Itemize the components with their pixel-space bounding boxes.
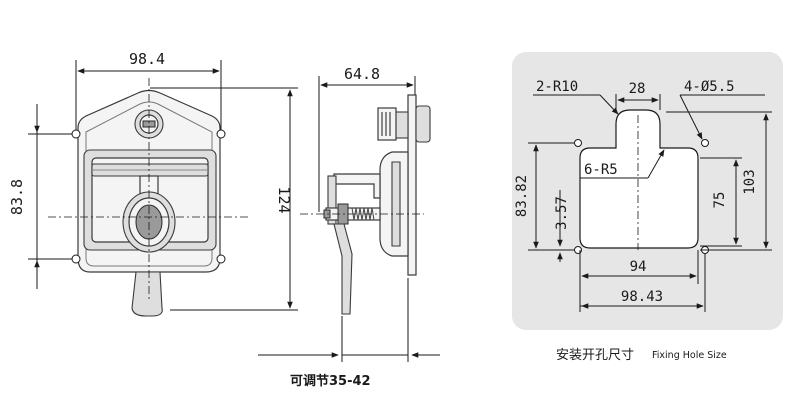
radius-corner-label: 2-R10 (536, 79, 578, 95)
height-total-label: 83.82 (514, 175, 530, 217)
tab-width-label: 28 (629, 81, 646, 97)
adjustable-caption: 可调节35-42 (290, 373, 371, 389)
hole-caption-cn: 安装开孔尺寸 (556, 348, 634, 363)
front-height-dim: 83.8 (8, 179, 26, 215)
hole-view: 2-R10 28 4-Ø5.5 6-R5 83.82 3.57 75 103 (512, 52, 783, 363)
inner-height-label: 75 (712, 192, 728, 209)
outer-width-label: 98.43 (621, 289, 663, 305)
front-width-dim: 98.4 (129, 50, 165, 68)
front-overall-height-dim: 124 (275, 186, 293, 213)
outer-height-label: 103 (742, 169, 758, 194)
inner-radius-label: 6-R5 (584, 162, 618, 178)
side-view: 64.8 可调节35-42 (258, 65, 440, 389)
front-view: 98.4 83.8 124 (8, 50, 298, 317)
cutout-outline (579, 109, 699, 249)
holes-label: 4-Ø5.5 (684, 79, 735, 95)
side-depth-dim: 64.8 (344, 65, 380, 83)
offset-label: 3.57 (554, 196, 570, 230)
hole-caption-en: Fixing Hole Size (652, 350, 727, 361)
inner-width-label: 94 (630, 259, 647, 275)
